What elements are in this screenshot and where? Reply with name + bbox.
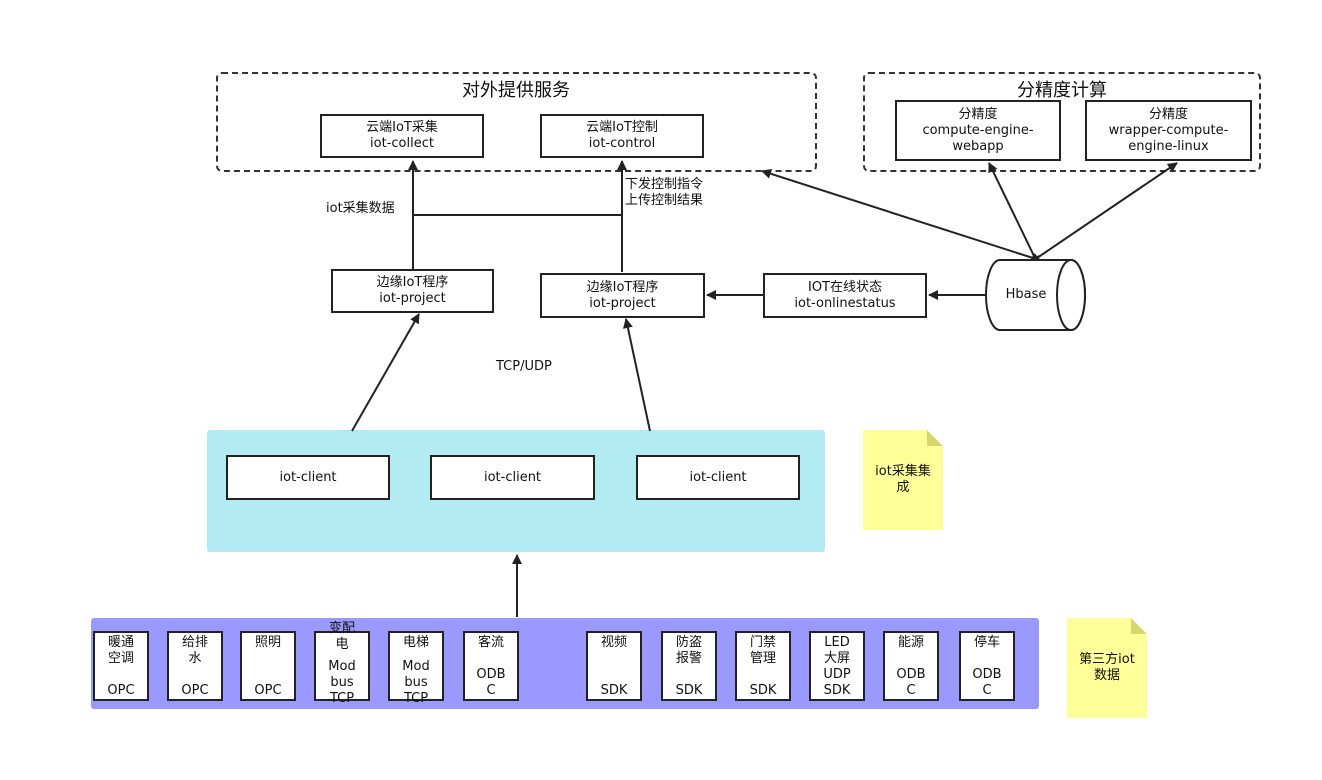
iot-client-box[interactable]: iot-client [430,455,595,500]
device-box[interactable]: 变配 电 Mod bus TCP [314,621,370,706]
iot-control-service[interactable]: 云端IoT控制 iot-control [540,114,704,158]
device-protocol: OPC [254,683,282,698]
external-services-title: 对外提供服务 [462,80,570,101]
compute-engine-webapp-line2: compute-engine- [922,122,1034,138]
note-fold-icon [927,430,943,446]
device-category: 停车 [973,635,1000,650]
integration-note-line1: iot采集集 [875,464,931,479]
device-category: 变配 电 [328,621,355,652]
device-box[interactable]: 防盗 报警 SDK [661,631,717,701]
online-status-line1: IOT在线状态 [807,279,882,295]
device-protocol: OPC [107,683,135,698]
device-category: 防盗 报警 [675,635,702,666]
device-category: 门禁 管理 [749,635,776,666]
device-protocol: SDK [675,683,703,698]
device-box[interactable]: 暖通 空调 OPC [93,631,149,701]
device-box[interactable]: 能源 ODB C [883,631,939,701]
control-command-label: 下发控制指令 上传控制结果 [625,177,703,209]
device-protocol: UDP SDK [823,667,851,698]
device-protocol: ODB C [972,667,1002,698]
online-status-box[interactable]: IOT在线状态 iot-onlinestatus [763,273,927,318]
device-category: LED 大屏 [823,635,850,666]
online-status-line2: iot-onlinestatus [794,295,896,311]
device-box[interactable]: 电梯 Mod bus TCP [388,631,444,706]
iot-control-line2: iot-control [588,136,656,151]
device-protocol: SDK [600,683,628,698]
device-box[interactable]: 客流 ODB C [463,631,519,701]
collect-data-label: iot采集数据 [326,201,395,216]
control-command-line1: 下发控制指令 [625,177,704,192]
compute-engine-webapp-line1: 分精度 [958,106,998,122]
iot-client-box[interactable]: iot-client [636,455,800,500]
device-category: 电梯 [402,635,429,650]
hbase-cylinder [985,259,1086,331]
compute-engine-linux[interactable]: 分精度 wrapper-compute- engine-linux [1085,100,1252,161]
edge-program-left-line1: 边缘IoT程序 [376,275,449,290]
precision-compute-title: 分精度计算 [1017,80,1107,101]
device-protocol: ODB C [476,667,506,698]
compute-engine-linux-line3: engine-linux [1128,138,1209,154]
compute-engine-webapp-line3: webapp [952,138,1004,154]
device-category: 照明 [254,635,281,650]
third-party-note: 第三方iot 数据 [1067,618,1147,718]
device-protocol: OPC [181,683,209,698]
integration-note-line2: 成 [896,480,910,495]
iot-collect-line1: 云端IoT采集 [366,120,438,135]
device-category: 给排 水 [181,635,208,666]
iot-control-line1: 云端IoT控制 [586,120,658,135]
edge-program-right-line1: 边缘IoT程序 [586,279,659,295]
device-protocol: ODB C [896,667,926,698]
device-box[interactable]: 停车 ODB C [959,631,1015,701]
third-party-note-line1: 第三方iot [1079,652,1135,667]
integration-note: iot采集集 成 [863,430,943,530]
edge-program-left[interactable]: 边缘IoT程序 iot-project [331,269,494,313]
compute-engine-linux-line2: wrapper-compute- [1108,122,1229,138]
device-protocol: SDK [749,683,777,698]
edge-program-left-line2: iot-project [379,291,446,306]
device-category: 客流 [477,635,504,650]
external-services-group [216,72,817,172]
device-protocol: Mod bus TCP [328,659,356,706]
edge-program-right[interactable]: 边缘IoT程序 iot-project [540,273,705,318]
device-protocol: Mod bus TCP [402,659,430,706]
device-category: 能源 [897,635,924,650]
hbase-label: Hbase [1005,287,1047,302]
iot-collect-line2: iot-collect [370,136,434,151]
device-category: 暖通 空调 [107,635,134,666]
control-command-line2: 上传控制结果 [625,193,704,208]
iot-collect-service[interactable]: 云端IoT采集 iot-collect [320,114,484,158]
device-category: 视频 [600,635,627,650]
device-box[interactable]: 门禁 管理 SDK [735,631,791,701]
protocol-label: TCP/UDP [496,359,552,374]
iot-client-box[interactable]: iot-client [226,455,390,500]
note-fold-icon [1131,618,1147,634]
compute-engine-webapp[interactable]: 分精度 compute-engine- webapp [895,100,1061,161]
device-box[interactable]: 给排 水 OPC [167,631,223,701]
device-box[interactable]: 照明 OPC [240,631,296,701]
edge-program-right-line2: iot-project [589,295,656,311]
compute-engine-linux-line1: 分精度 [1148,106,1188,122]
third-party-note-line2: 数据 [1093,668,1120,683]
device-box[interactable]: 视频 SDK [586,631,642,701]
